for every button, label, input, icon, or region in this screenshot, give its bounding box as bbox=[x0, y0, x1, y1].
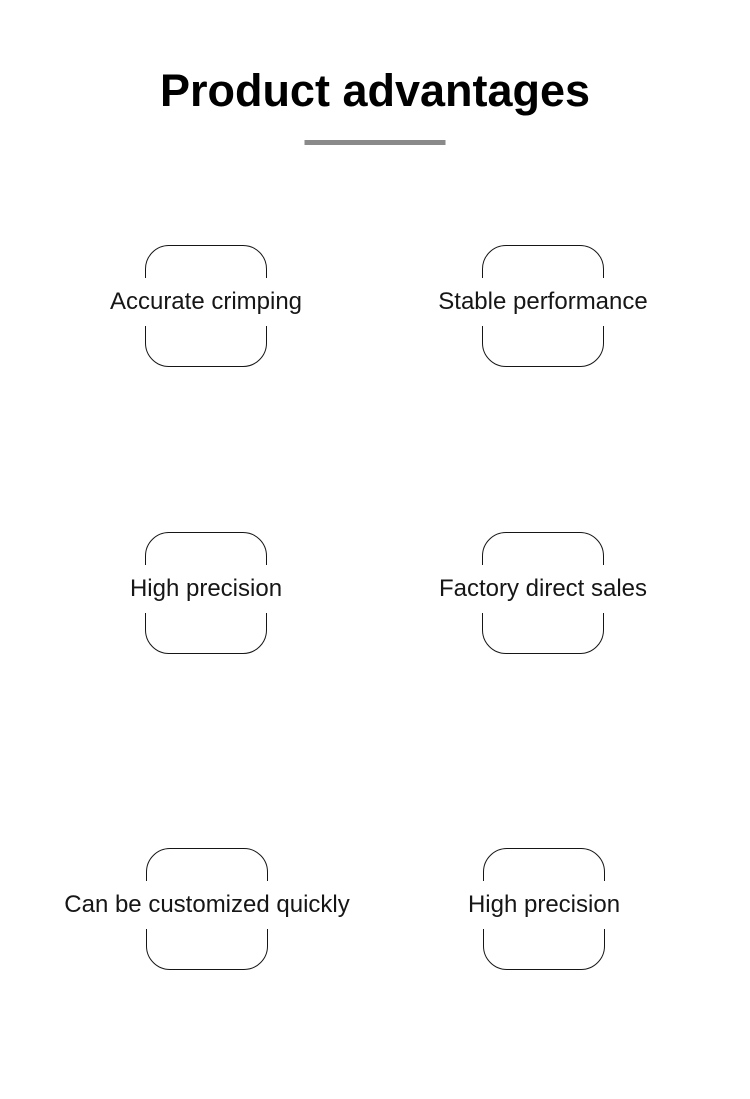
advantage-label: High precision bbox=[459, 881, 629, 929]
advantage-item: High precision bbox=[121, 532, 291, 654]
advantage-item: Accurate crimping bbox=[101, 245, 311, 367]
advantage-item: Can be customized quickly bbox=[56, 848, 358, 970]
advantage-label: Accurate crimping bbox=[101, 278, 311, 326]
page-title: Product advantages bbox=[159, 65, 591, 116]
advantage-item: Stable performance bbox=[430, 245, 656, 367]
advantage-item: High precision bbox=[459, 848, 629, 970]
title-divider bbox=[304, 140, 446, 145]
advantage-label: Factory direct sales bbox=[430, 565, 656, 613]
advantage-label: Stable performance bbox=[430, 278, 656, 326]
advantage-label: High precision bbox=[121, 565, 291, 613]
advantage-label: Can be customized quickly bbox=[56, 881, 358, 929]
advantage-item: Factory direct sales bbox=[430, 532, 656, 654]
